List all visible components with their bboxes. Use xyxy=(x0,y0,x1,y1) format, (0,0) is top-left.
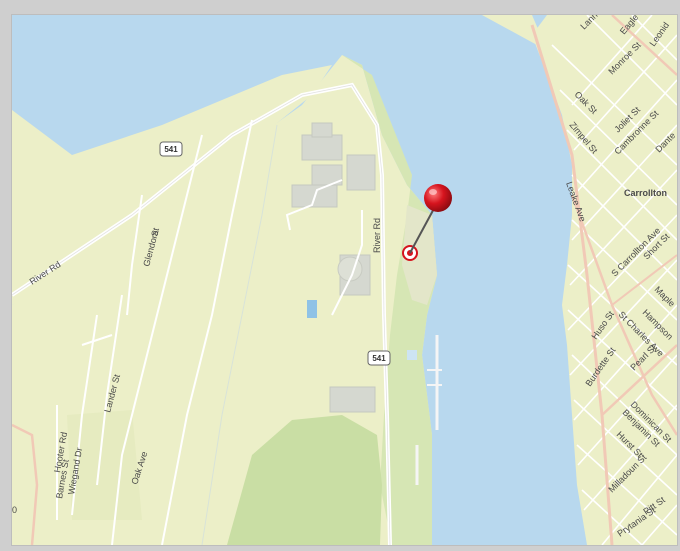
leake-ave-road xyxy=(530,24,614,545)
map-pin-icon[interactable] xyxy=(402,184,452,261)
route-shield-541-north: 541 xyxy=(159,141,183,157)
west-streets xyxy=(56,119,363,545)
map-canvas[interactable]: 541 541 River Rd River Rd Glendora St La… xyxy=(12,15,677,545)
svg-text:541: 541 xyxy=(164,145,178,154)
label-carrollton: Carrollton xyxy=(624,188,667,198)
park-area xyxy=(227,415,382,545)
street-grid xyxy=(551,15,677,545)
riverside-park xyxy=(342,55,437,545)
route-shield-541-south: 541 xyxy=(367,350,391,366)
label-edge-zero: 0 xyxy=(12,505,17,515)
carrollton-ave-road xyxy=(570,194,677,436)
label-river-rd-main: River Rd xyxy=(372,218,382,253)
east-bank xyxy=(532,15,677,545)
svg-text:541: 541 xyxy=(372,354,386,363)
map-view[interactable]: 541 541 River Rd River Rd Glendora St La… xyxy=(11,14,678,546)
label-glendora-suffix: St xyxy=(149,226,161,237)
